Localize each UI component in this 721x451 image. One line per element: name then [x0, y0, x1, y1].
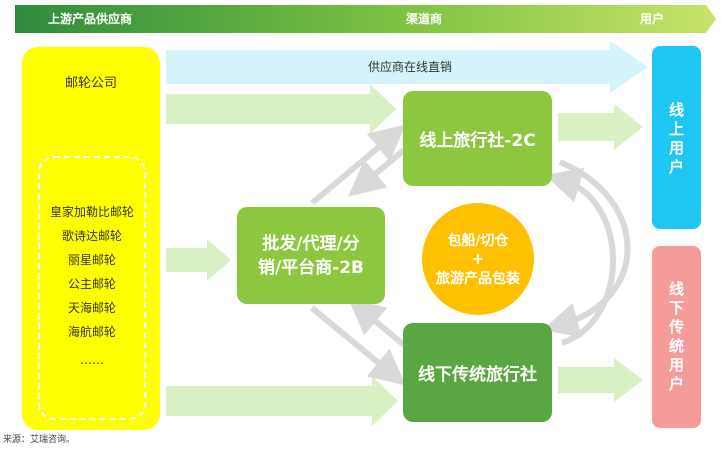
online-to-wholesale-arrow [348, 147, 406, 197]
packaging-line2: 旅游产品包装 [436, 271, 520, 287]
cruise-item: …… [80, 353, 104, 367]
offline-users-label: 线下传统用户 [668, 280, 684, 393]
cruise-company-label: 邮轮公司 [64, 76, 117, 91]
direct-sales-label: 供应商在线直销 [368, 60, 453, 74]
wholesale-to-offline-arrow [310, 305, 406, 386]
wholesale-box: 批发/代理/分 销/平台商-2B [237, 207, 385, 304]
wholesale-label-line2: 销/平台商-2B [257, 257, 365, 278]
online-agency-to-users-arrow [558, 104, 643, 150]
source-note: 来源：艾瑞咨询。 [3, 435, 76, 445]
cruise-item: 歌诗达邮轮 [61, 229, 122, 243]
cruise-item: 天海邮轮 [67, 301, 116, 315]
online-to-offline-curve-arrow [542, 159, 631, 338]
cruise-item: 海航邮轮 [67, 325, 116, 339]
offline-agency-label: 线下传统旅行社 [418, 365, 537, 385]
supplier-box [22, 47, 160, 430]
header-arrow [15, 5, 716, 33]
cruise-item: 皇家加勒比邮轮 [49, 205, 134, 219]
header-user-label: 用户 [640, 12, 665, 26]
packaging-line1: 包船/切仓 [447, 233, 509, 249]
cruise-item: 丽星邮轮 [67, 253, 116, 267]
cruise-list-box [38, 156, 146, 420]
online-agency-box: 线上旅行社-2C [403, 91, 552, 186]
wholesale-label-line1: 批发/代理/分 [262, 233, 360, 254]
offline-users-box: 线下传统用户 [652, 246, 701, 428]
offline-agency-to-users-arrow [558, 358, 643, 402]
packaging-circle: 包船/切仓 + 旅游产品包装 [422, 203, 534, 315]
offline-to-wholesale-arrow [348, 298, 406, 348]
supplier-to-offline-agency-arrow [166, 376, 398, 426]
header-channel-label: 渠道商 [406, 12, 443, 26]
online-users-label: 线上用户 [668, 101, 684, 176]
supplier-to-online-agency-arrow [166, 84, 396, 134]
online-users-box: 线上用户 [652, 46, 701, 229]
packaging-plus: + [471, 249, 485, 268]
online-agency-label: 线上旅行社-2C [419, 131, 536, 151]
supplier-to-wholesale-arrow [166, 239, 231, 281]
offline-agency-box: 线下传统旅行社 [403, 323, 552, 422]
direct-sales-arrow [166, 41, 648, 93]
offline-to-online-curve-arrow [544, 167, 616, 346]
header-supplier-label: 上游产品供应商 [48, 12, 133, 26]
cruise-item: 公主邮轮 [67, 277, 116, 291]
